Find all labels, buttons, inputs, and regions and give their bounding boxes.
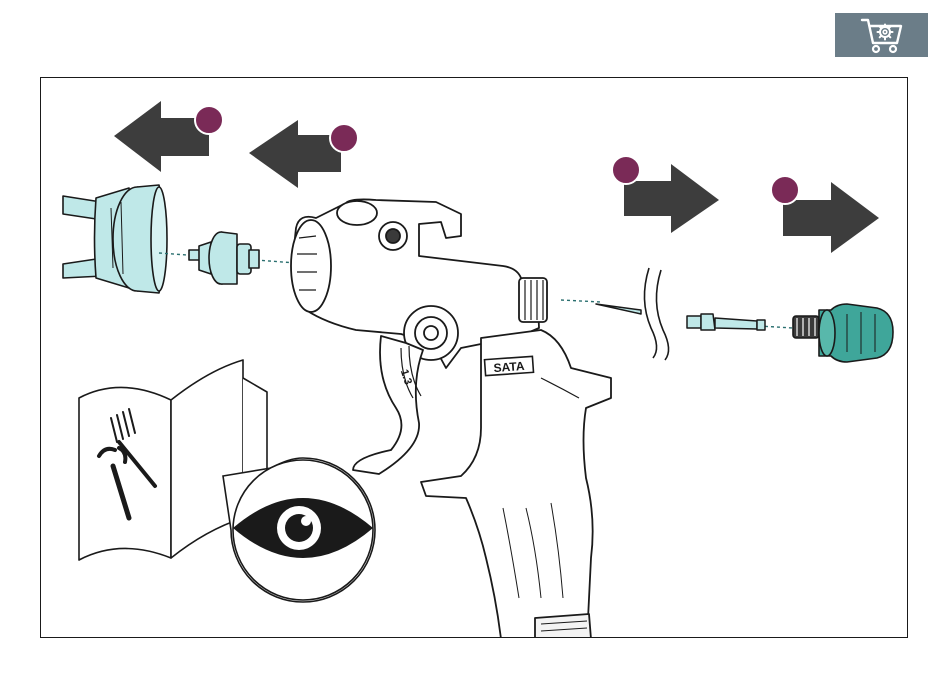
nozzle <box>189 232 259 284</box>
step-marker-1 <box>195 106 223 134</box>
spray-gun-disassembly-diagram: SATA 1.3 <box>41 78 908 638</box>
arrow-left-1 <box>114 101 209 172</box>
step-marker-2 <box>330 124 358 152</box>
brand-label: SATA <box>493 359 525 375</box>
illustration-frame: SATA 1.3 <box>40 77 908 638</box>
air-cap <box>63 185 167 293</box>
paint-needle <box>596 268 765 360</box>
arrow-left-2 <box>249 120 341 188</box>
cart-configurator-button[interactable] <box>835 13 928 57</box>
step-marker-3 <box>612 156 640 184</box>
shopping-cart-gear-icon <box>859 15 905 55</box>
needle-adjustment-knob <box>793 304 893 362</box>
step-marker-4 <box>771 176 799 204</box>
